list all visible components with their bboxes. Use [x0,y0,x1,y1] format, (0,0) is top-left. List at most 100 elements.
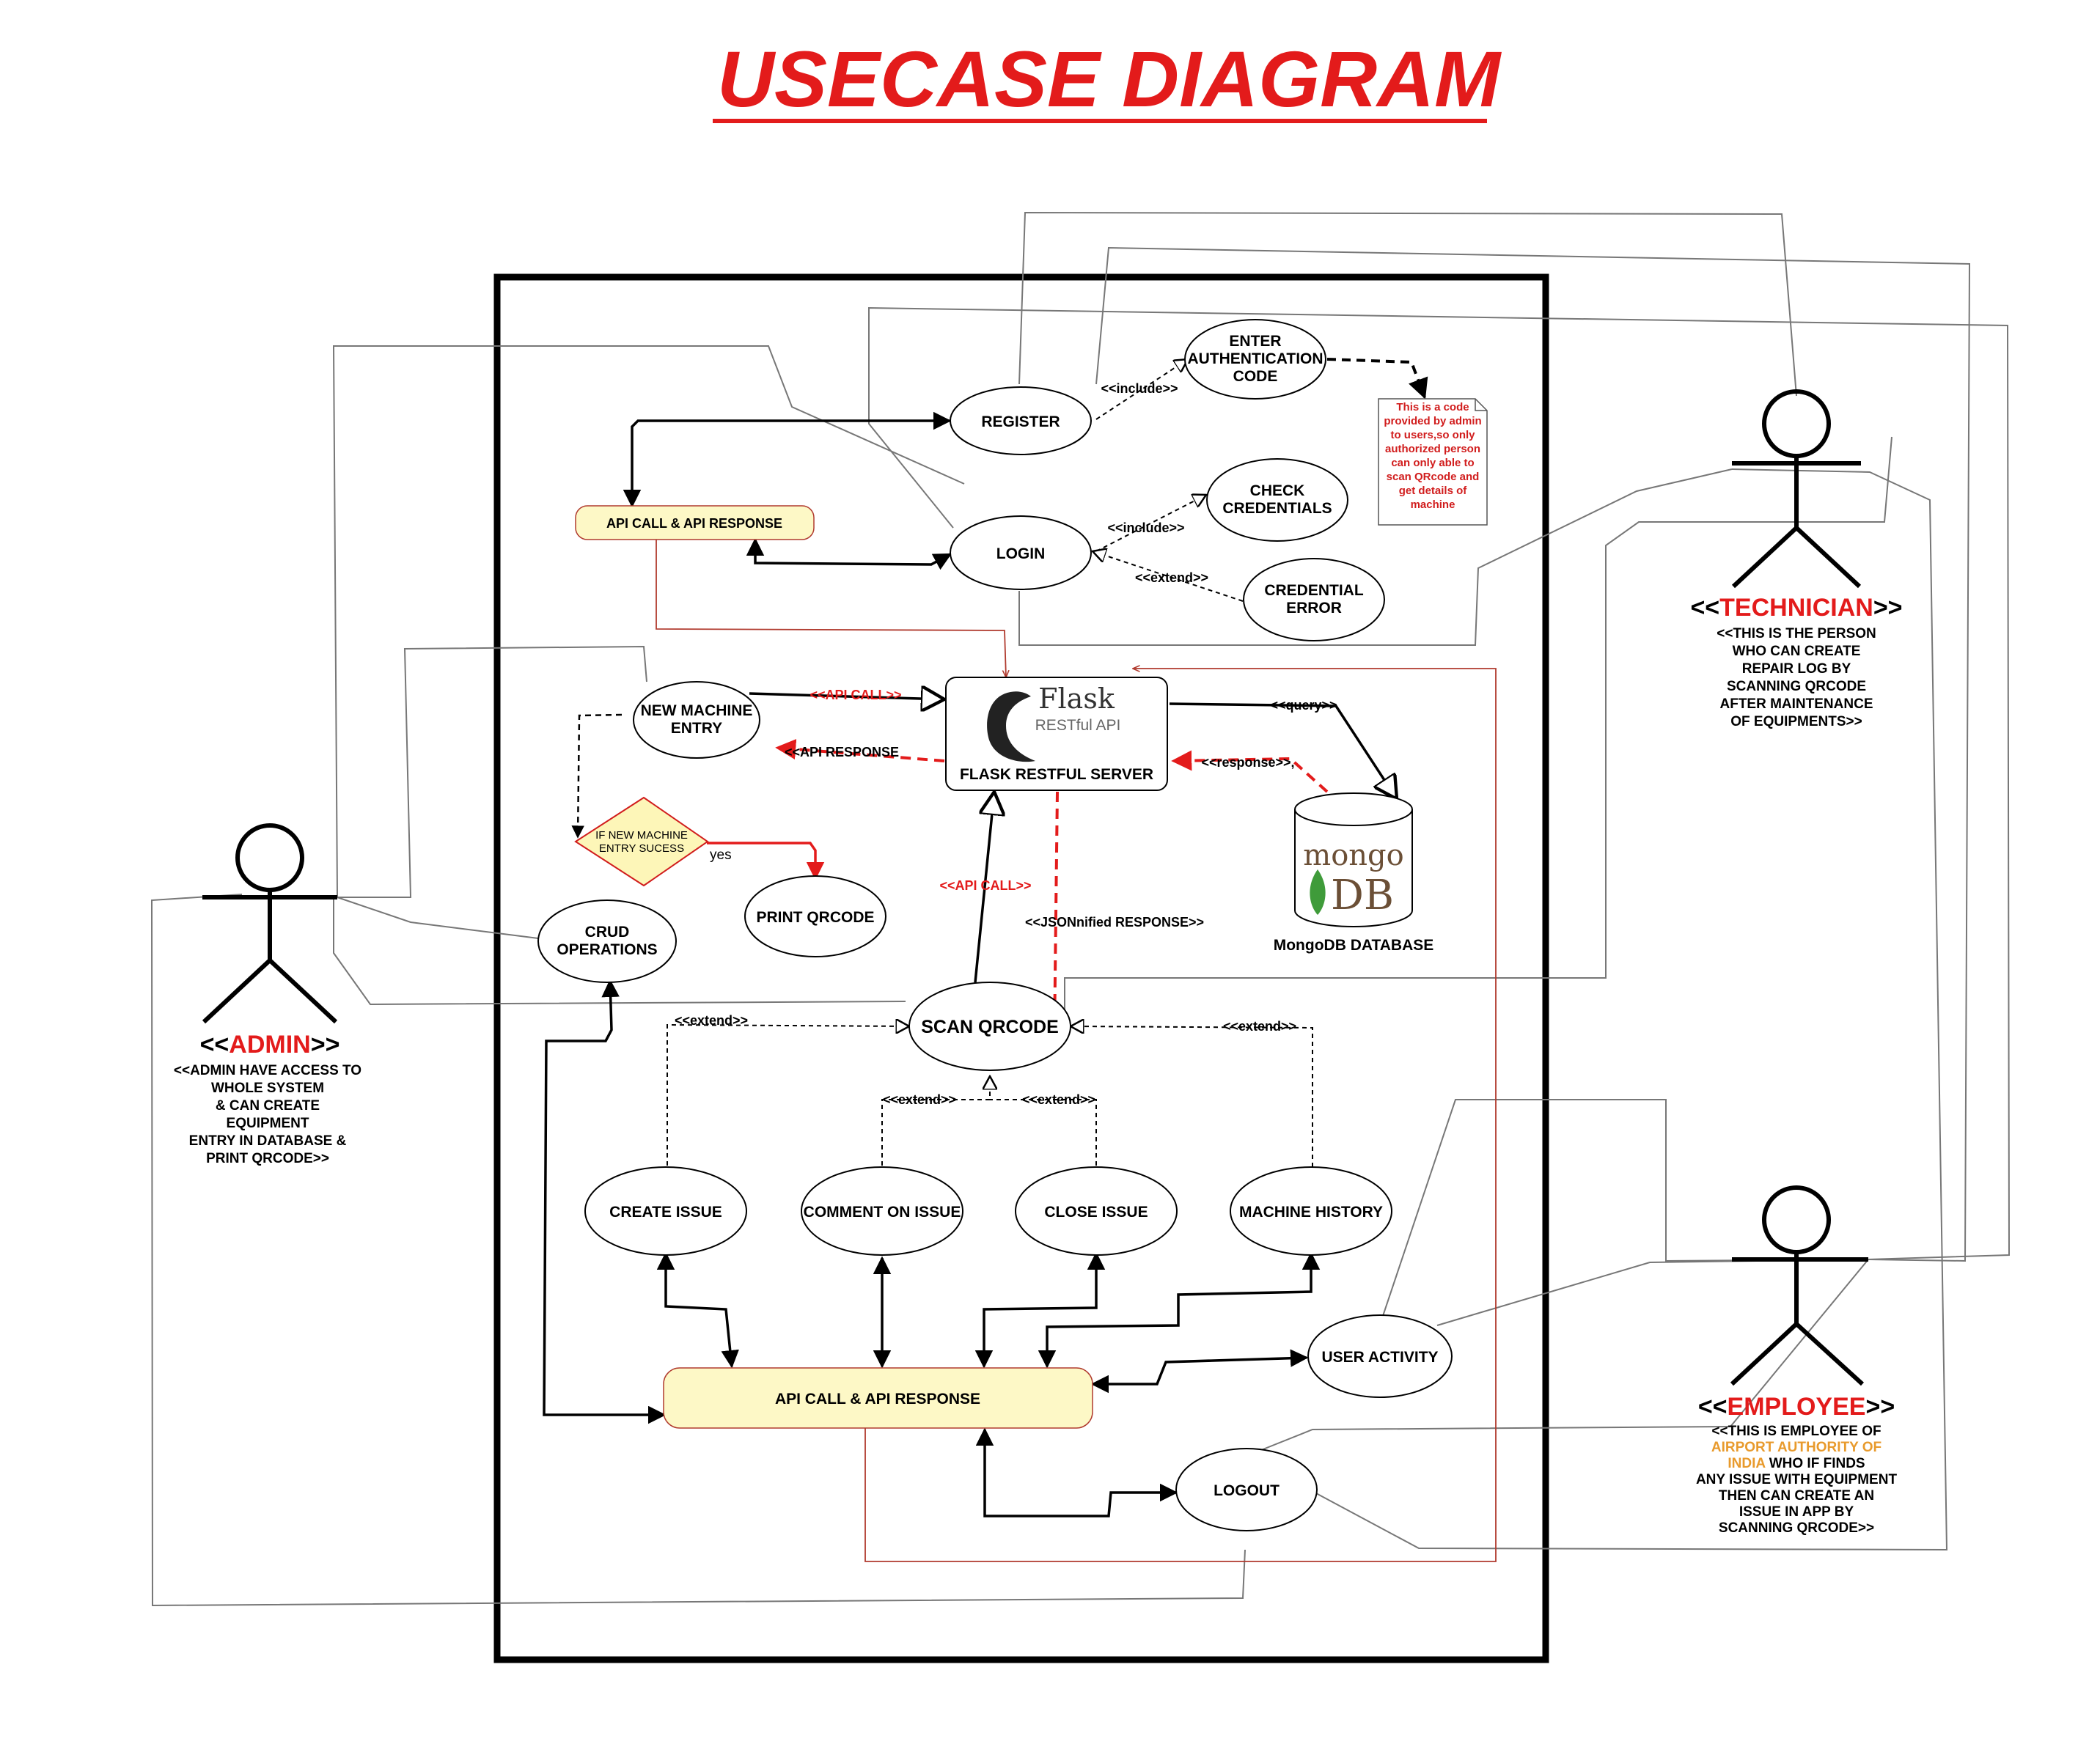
flask-logo-sub: RESTful API [1035,717,1121,734]
mongodb-database: mongo DB MongoDB DATABASE [1274,792,1434,954]
use-case-print-qrcode[interactable]: PRINT QRCODE [744,875,886,957]
api-box-bottom-label: API CALL & API RESPONSE [775,1391,980,1408]
use-case-crud-operations-line1: CRUD [585,924,630,941]
use-case-register-label: REGISTER [981,413,1060,430]
mongo-logo-db: DB [1331,872,1394,919]
extend-create-label: <<extend>> [675,1013,748,1028]
use-case-user-activity[interactable]: USER ACTIVITY [1307,1314,1453,1398]
use-case-enter-auth-code-line2: AUTHENTICATION [1187,350,1323,367]
use-case-new-machine-entry-line1: NEW MACHINE [641,702,753,719]
decision-yes-label: yes [710,847,732,863]
new-machine-decision: IF NEW MACHINE ENTRY SUCESS [574,796,709,887]
admin-name: ADMIN [229,1031,310,1059]
technician-title: <<TECHNICIAN>> [1690,594,1902,622]
employee-desc-5: ISSUE IN APP BY [1739,1504,1854,1520]
page-title: USECASE DIAGRAM [717,34,1502,123]
employee-desc-1: <<THIS IS EMPLOYEE OF [1711,1424,1881,1439]
technician-desc-3: REPAIR LOG BY [1742,661,1851,677]
technician-desc-4: SCANNING QRCODE [1727,679,1866,694]
actor-admin[interactable]: <<ADMIN>> <<ADMIN HAVE ACCESS TO WHOLE S… [174,823,361,1166]
technician-desc-1: <<THIS IS THE PERSON [1717,626,1876,641]
extend-history-label: <<extend>> [1223,1019,1296,1034]
admin-desc-2: WHOLE SYSTEM [211,1081,324,1096]
note-line1: This is a code [1396,401,1469,413]
api-box-bottom[interactable]: API CALL & API RESPONSE [663,1367,1093,1429]
stick-figure-icon [202,823,338,1024]
use-case-scan-qrcode[interactable]: SCAN QRCODE [908,982,1071,1071]
dashed-relations [667,359,1313,1167]
use-case-machine-history[interactable]: MACHINE HISTORY [1230,1166,1392,1256]
query-label: <<query>> [1270,698,1337,713]
employee-desc-6: SCANNING QRCODE>> [1719,1520,1874,1536]
use-case-comment-on-issue[interactable]: COMMENT ON ISSUE [801,1166,963,1256]
stick-figure-icon [1730,1185,1868,1386]
extend-comment-label: <<extend>> [883,1092,956,1107]
api-call-label-2: <<API CALL>> [939,878,1031,893]
employee-prefix: << [1698,1393,1728,1421]
system-boundary [493,273,1549,1663]
employee-desc-after-orange: WHO IF FINDS [1765,1456,1865,1471]
note-line4: authorized person [1385,443,1480,455]
technician-desc-6: OF EQUIPMENTS>> [1730,714,1862,729]
use-case-check-credentials[interactable]: CHECK CREDENTIALS [1206,458,1348,542]
use-case-check-credentials-line1: CHECK [1250,482,1305,499]
note-line2: provided by admin [1384,415,1481,427]
use-case-create-issue-label: CREATE ISSUE [609,1204,722,1221]
extend-login-label: <<extend>> [1135,570,1208,585]
use-case-crud-operations-line2: OPERATIONS [557,941,657,958]
api-box-top-label: API CALL & API RESPONSE [606,516,782,531]
red-flow-connectors [656,537,1497,1562]
mongo-logo-word: mongo [1303,839,1403,872]
mongo-label: MongoDB DATABASE [1274,937,1434,954]
employee-desc-orange-1: AIRPORT AUTHORITY OF [1711,1440,1881,1455]
note-line8: machine [1411,498,1455,511]
use-case-crud-operations[interactable]: CRUD OPERATIONS [537,899,677,983]
use-case-new-machine-entry[interactable]: NEW MACHINE ENTRY [633,681,760,759]
technician-desc-2: WHO CAN CREATE [1733,644,1861,659]
use-case-enter-auth-code-line3: CODE [1233,368,1278,385]
use-case-logout[interactable]: LOGOUT [1175,1448,1318,1531]
employee-desc-orange-2: INDIA [1728,1456,1766,1471]
admin-desc-1: <<ADMIN HAVE ACCESS TO [174,1063,361,1078]
use-case-print-qrcode-label: PRINT QRCODE [756,909,874,926]
admin-prefix: << [200,1031,230,1059]
mongo-leaf-icon [1310,869,1326,915]
actor-connectors [150,211,2011,1607]
use-case-check-credentials-line2: CREDENTIALS [1222,500,1332,517]
api-box-top[interactable]: API CALL & API RESPONSE [575,505,815,540]
actor-technician[interactable]: <<TECHNICIAN>> <<THIS IS THE PERSON WHO … [1690,389,1903,729]
use-case-new-machine-entry-line2: ENTRY [671,720,722,737]
admin-desc-6: PRINT QRCODE>> [206,1151,329,1166]
use-case-credential-error-line1: CREDENTIAL [1264,582,1364,599]
flask-label: FLASK RESTFUL SERVER [960,766,1153,783]
use-case-machine-history-label: MACHINE HISTORY [1239,1204,1383,1221]
decision-line2: ENTRY SUCESS [599,842,684,855]
decision-yes-arrow [707,842,825,880]
note-line6: scan QRcode and [1387,471,1480,483]
admin-desc-3: & CAN CREATE [216,1098,320,1114]
use-case-logout-label: LOGOUT [1214,1482,1280,1499]
actor-employee[interactable]: <<EMPLOYEE>> <<THIS IS EMPLOYEE OF AIRPO… [1696,1185,1898,1536]
use-case-credential-error-line2: ERROR [1286,600,1342,617]
technician-prefix: << [1690,594,1719,622]
flask-logo-word: Flask [1038,682,1115,715]
employee-desc-4: THEN CAN CREATE AN [1719,1488,1874,1504]
use-case-credential-error[interactable]: CREDENTIAL ERROR [1243,558,1385,641]
decision-line1: IF NEW MACHINE [595,829,688,842]
use-case-enter-auth-code[interactable]: ENTER AUTHENTICATION CODE [1184,319,1326,400]
include-label-1: <<include>> [1101,381,1178,396]
include-label-2: <<include>> [1107,520,1184,535]
employee-desc-3: ANY ISSUE WITH EQUIPMENT [1696,1472,1898,1487]
use-case-close-issue[interactable]: CLOSE ISSUE [1015,1166,1178,1256]
use-case-create-issue[interactable]: CREATE ISSUE [584,1166,747,1256]
note-line5: can only able to [1391,457,1474,469]
use-case-close-issue-label: CLOSE ISSUE [1044,1204,1148,1221]
stick-figure-icon [1731,389,1862,589]
flask-server: Flask RESTful API FLASK RESTFUL SERVER [945,677,1168,791]
use-case-login[interactable]: LOGIN [950,515,1092,590]
technician-name: TECHNICIAN [1719,594,1873,622]
black-arrows [543,411,1397,1517]
red-dashed-arrows [775,739,1329,1040]
use-case-register[interactable]: REGISTER [950,386,1092,455]
